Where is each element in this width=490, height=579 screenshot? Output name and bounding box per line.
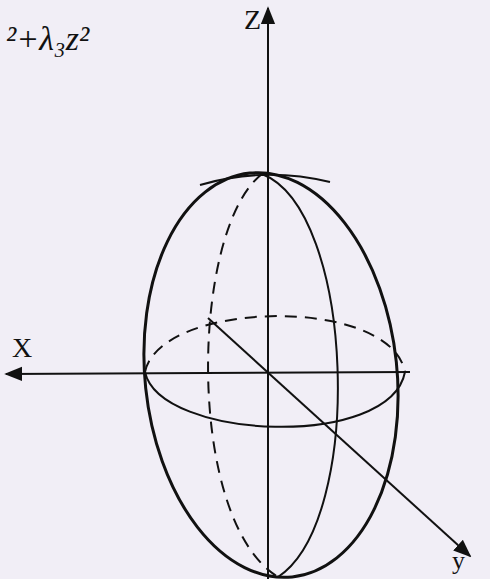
z-axis	[267, 8, 269, 579]
meridian-front	[262, 174, 338, 577]
axis-label: Z	[244, 6, 261, 34]
axis-label: X	[12, 334, 32, 362]
equator-back	[145, 316, 405, 372]
formula-label: ²+λ₃z²	[6, 22, 89, 56]
ellipsoid-outline	[124, 160, 417, 579]
equator-front	[145, 372, 405, 427]
meridian-back	[208, 174, 278, 577]
y-axis	[208, 318, 470, 556]
axis-label: y	[452, 548, 465, 574]
